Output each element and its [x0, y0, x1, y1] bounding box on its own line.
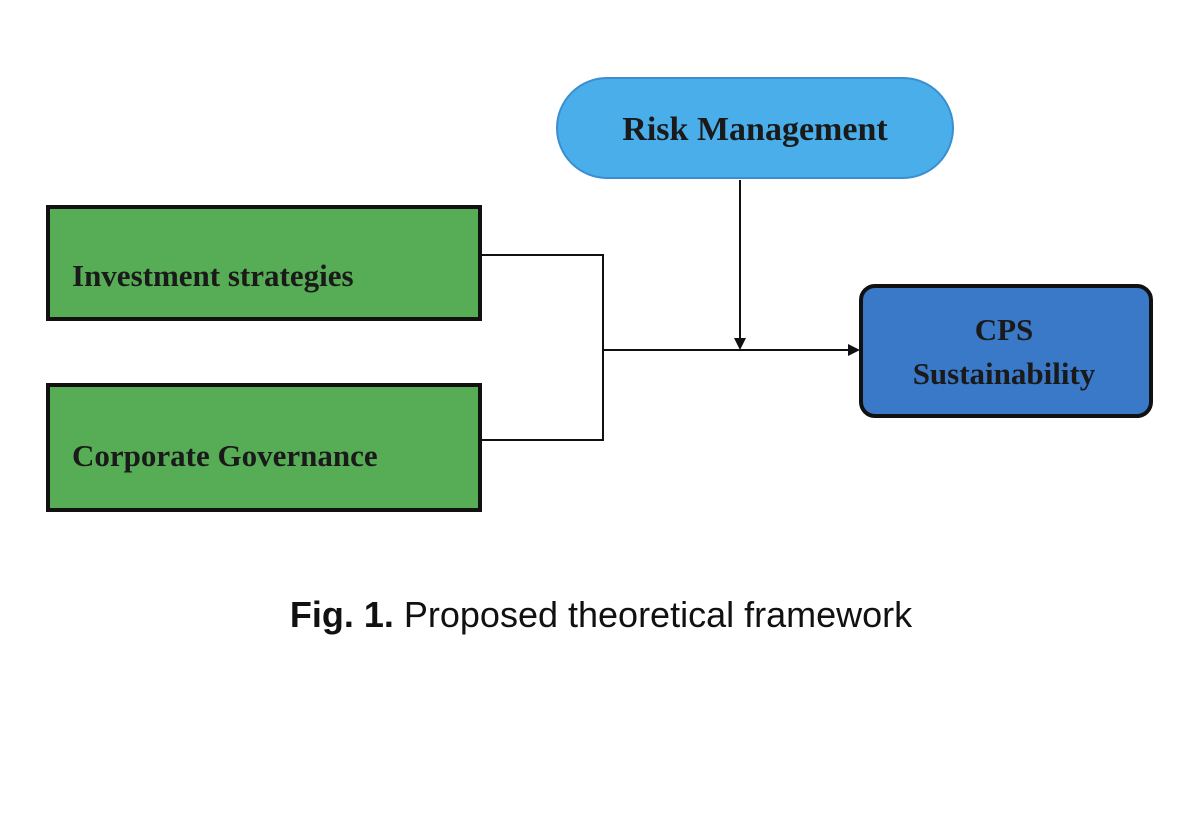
risk-management-shape: [556, 77, 954, 179]
cps-sustainability-shape: [859, 284, 1153, 418]
risk-management-node: Risk Management: [556, 77, 954, 179]
figure-caption-label: Fig. 1.: [289, 594, 394, 635]
investment-strategies-label: Investment strategies: [72, 258, 354, 293]
risk-management-label: Risk Management: [622, 111, 888, 148]
cps-sustainability-node: CPS Sustainability: [859, 284, 1153, 418]
investment-strategies-node: Investment strategies: [46, 205, 482, 321]
investment-strategies-shape: [46, 205, 482, 321]
cps-sustainability-label-line2: Sustainability: [913, 356, 1096, 391]
corporate-governance-node: Corporate Governance: [46, 383, 482, 512]
figure-caption-text: Proposed theoretical framework: [403, 594, 913, 635]
cps-sustainability-label-line1: CPS: [975, 312, 1034, 347]
figure-caption: Fig. 1. Proposed theoretical framework: [0, 594, 1202, 636]
edge-investment-strategies: [482, 254, 604, 350]
edge-corporate-governance: [482, 350, 604, 441]
connectors: [482, 180, 860, 441]
corporate-governance-shape: [46, 383, 482, 512]
corporate-governance-label: Corporate Governance: [72, 438, 378, 473]
